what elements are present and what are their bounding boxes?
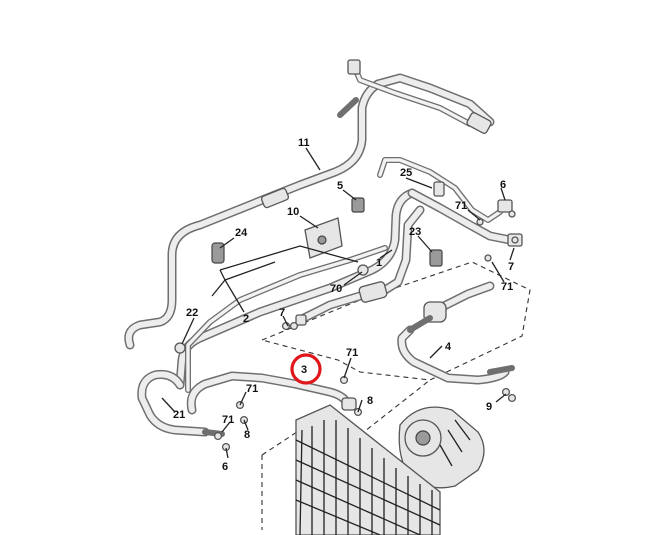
callout-71-lower: 71 bbox=[246, 383, 258, 395]
sensor-23 bbox=[429, 249, 443, 267]
callout-21: 21 bbox=[173, 409, 185, 421]
callout-71-bottom: 71 bbox=[222, 414, 234, 426]
callout-6-top: 6 bbox=[500, 179, 506, 191]
condenser bbox=[295, 404, 441, 535]
callout-3: 3 bbox=[301, 364, 307, 376]
callout-24: 24 bbox=[235, 227, 248, 239]
callout-9: 9 bbox=[486, 401, 492, 413]
callout-7-right: 7 bbox=[508, 261, 514, 273]
callout-71-top: 71 bbox=[455, 200, 467, 212]
callout-11: 11 bbox=[298, 137, 310, 149]
callout-8-right: 8 bbox=[367, 395, 373, 407]
valve-5 bbox=[351, 197, 365, 213]
hose-4 bbox=[397, 281, 515, 385]
callout-8-left: 8 bbox=[244, 429, 250, 441]
callout-6-bottom: 6 bbox=[222, 461, 228, 473]
callout-4: 4 bbox=[445, 341, 452, 353]
callout-71-right: 71 bbox=[501, 281, 513, 293]
hose-3 bbox=[186, 371, 357, 415]
o-rings bbox=[213, 210, 519, 452]
leader-lines bbox=[161, 147, 515, 459]
callout-7-center: 7 bbox=[279, 307, 285, 319]
callout-70: 70 bbox=[330, 283, 342, 295]
callout-10: 10 bbox=[287, 206, 299, 218]
highlight-ring-part-3 bbox=[290, 353, 322, 385]
callout-22: 22 bbox=[186, 307, 198, 319]
callout-labels: 11 5 25 6 71 10 24 23 7 71 1 70 7 2 22 7… bbox=[173, 137, 514, 473]
hose-11 bbox=[124, 59, 495, 350]
callout-71-mid: 71 bbox=[346, 347, 358, 359]
callout-1: 1 bbox=[376, 257, 382, 269]
callout-25: 25 bbox=[400, 167, 412, 179]
callout-2: 2 bbox=[243, 313, 249, 325]
hose-1 bbox=[295, 205, 425, 326]
compressor bbox=[398, 406, 485, 489]
hose-25 bbox=[377, 157, 523, 247]
callout-5: 5 bbox=[337, 180, 343, 192]
callout-23: 23 bbox=[409, 226, 421, 238]
